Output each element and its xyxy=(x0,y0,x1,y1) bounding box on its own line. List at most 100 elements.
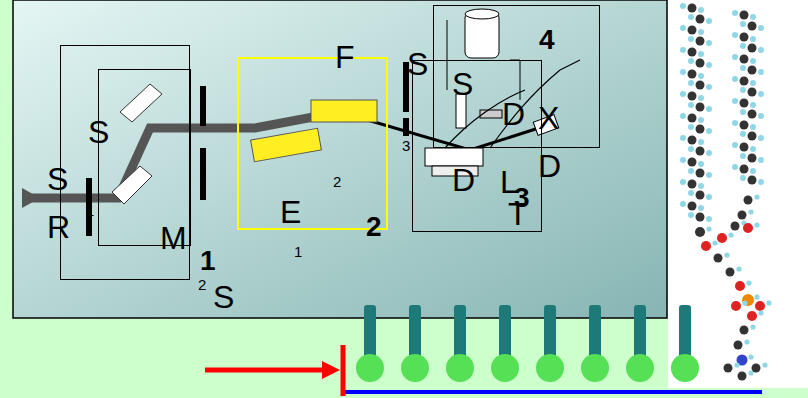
atom xyxy=(688,180,697,189)
atom xyxy=(748,66,757,75)
atom xyxy=(754,194,759,199)
atom xyxy=(688,146,694,152)
atom xyxy=(758,135,764,141)
atom xyxy=(680,113,686,119)
arrow-shaft xyxy=(205,368,325,373)
atom xyxy=(696,37,705,46)
part-letter: D xyxy=(452,164,475,196)
atom xyxy=(698,117,704,123)
atom xyxy=(740,21,746,27)
atom xyxy=(706,226,711,231)
atom xyxy=(724,364,733,373)
atom xyxy=(750,58,756,64)
atom xyxy=(748,370,753,375)
atom xyxy=(698,161,704,167)
atom xyxy=(748,132,757,141)
atom xyxy=(706,84,712,90)
atom xyxy=(726,268,735,277)
lipid-head xyxy=(581,354,609,382)
atom xyxy=(738,372,747,381)
atom xyxy=(688,190,694,196)
atom xyxy=(734,341,743,350)
atom xyxy=(712,240,717,245)
atom xyxy=(740,143,749,152)
atom xyxy=(750,146,756,152)
atom xyxy=(706,40,712,46)
atom xyxy=(696,59,705,68)
atom xyxy=(758,113,764,119)
atom xyxy=(706,62,712,68)
index-number: 2 xyxy=(198,277,206,292)
part-letter: S xyxy=(452,68,473,100)
lipid-head xyxy=(671,354,699,382)
atom xyxy=(680,201,686,207)
atom xyxy=(740,131,746,137)
index-number: 3 xyxy=(402,138,410,153)
module-box: M xyxy=(98,69,191,246)
slit xyxy=(200,86,206,126)
atom xyxy=(750,324,755,329)
part-letter: R xyxy=(47,211,70,243)
atom xyxy=(746,280,751,285)
atom xyxy=(740,109,746,115)
atom xyxy=(740,77,749,86)
module-box: M1 xyxy=(60,45,190,280)
atom xyxy=(732,120,738,126)
part-letter: D xyxy=(502,98,525,130)
atom xyxy=(750,102,756,108)
part-letter: L xyxy=(500,166,518,198)
atom xyxy=(717,233,727,243)
atom xyxy=(740,99,749,108)
atom xyxy=(688,102,694,108)
atom xyxy=(688,124,694,130)
atom xyxy=(766,300,771,305)
mirror-e xyxy=(251,128,322,161)
atom xyxy=(714,254,723,263)
atom xyxy=(748,176,757,185)
atom xyxy=(732,142,738,148)
atom xyxy=(688,114,697,123)
atom xyxy=(732,98,738,104)
atom xyxy=(740,175,746,181)
atom xyxy=(752,364,761,373)
lipid-tail xyxy=(454,305,466,360)
atom xyxy=(698,95,704,101)
atom xyxy=(698,73,704,79)
atom xyxy=(740,11,749,20)
atom xyxy=(738,211,747,220)
atom xyxy=(696,103,705,112)
barrier xyxy=(341,345,346,396)
lipid-head xyxy=(356,354,384,382)
lipid-head xyxy=(491,354,519,382)
atom xyxy=(736,266,741,271)
atom xyxy=(731,222,740,231)
atom xyxy=(748,22,757,31)
atom xyxy=(724,252,729,257)
part-letter: T xyxy=(508,198,528,230)
molecule-ground xyxy=(668,0,808,388)
arrowhead xyxy=(322,361,340,379)
atom xyxy=(695,227,705,237)
atom xyxy=(698,7,704,13)
atom xyxy=(748,88,757,97)
atom xyxy=(734,362,739,367)
atom xyxy=(742,300,747,305)
atom xyxy=(680,25,686,31)
atom xyxy=(758,157,764,163)
atom xyxy=(762,362,767,367)
atom xyxy=(740,121,749,130)
beam-arrowhead xyxy=(22,188,40,208)
atom xyxy=(748,354,753,359)
atom xyxy=(750,80,756,86)
atom xyxy=(732,164,738,170)
atom xyxy=(754,294,759,299)
atom xyxy=(732,32,738,38)
atom xyxy=(680,3,686,9)
atom xyxy=(740,87,746,93)
atom xyxy=(680,91,686,97)
atom xyxy=(706,18,712,24)
atom xyxy=(698,183,704,189)
atom xyxy=(740,55,749,64)
